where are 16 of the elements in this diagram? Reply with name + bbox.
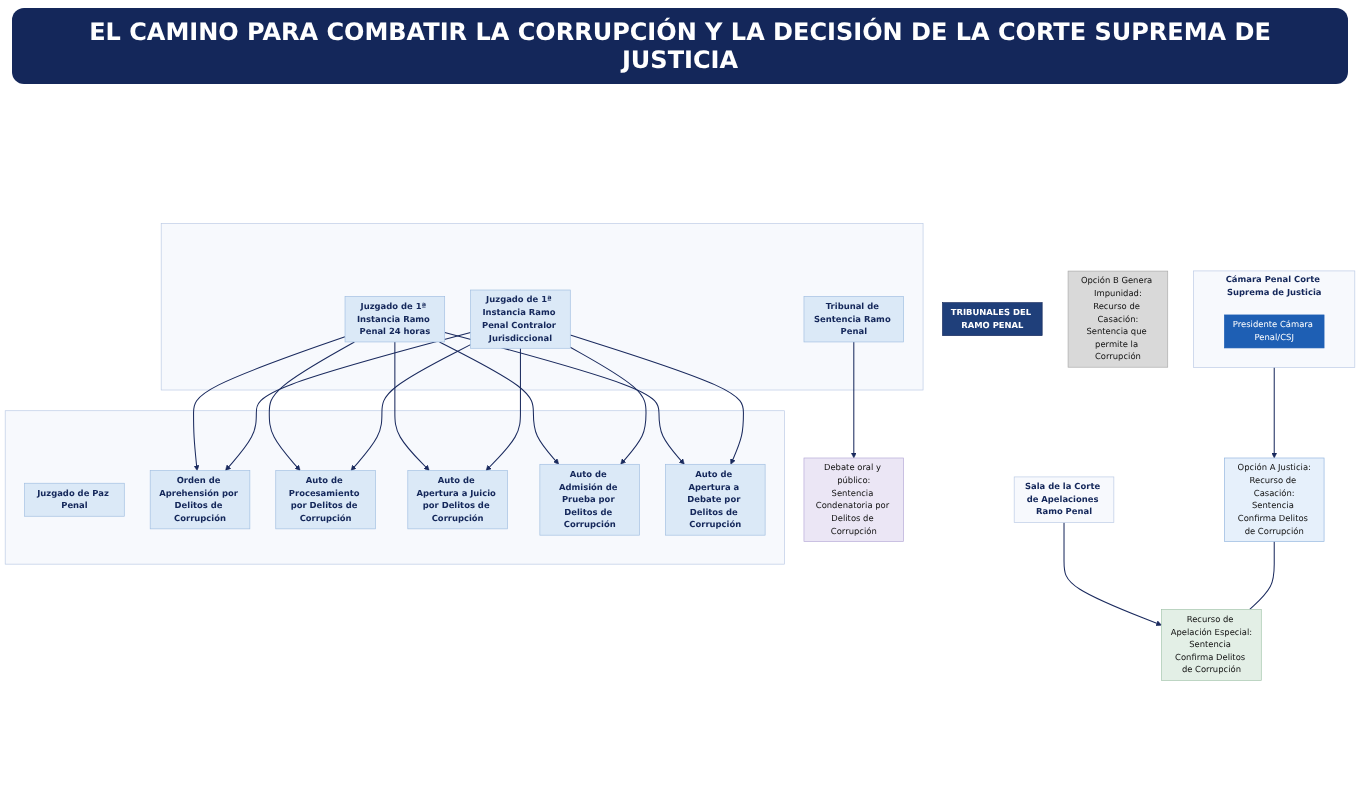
arrow — [569, 334, 744, 465]
arrow — [350, 344, 472, 471]
arrow — [438, 341, 559, 465]
arrow — [225, 332, 472, 471]
arrow — [569, 346, 647, 465]
arrow — [485, 347, 521, 471]
cluster — [160, 223, 924, 391]
cluster — [4, 410, 785, 565]
arrow — [193, 336, 346, 471]
arrow — [394, 341, 430, 471]
title-banner: EL CAMINO PARA COMBATIR LA CORRUPCIÓN Y LA DECISIÓN DE LA CORTE SUPREMA DE JUSTICIA — [12, 8, 1348, 84]
arrow — [850, 341, 857, 459]
arrow — [268, 341, 355, 471]
connector — [1249, 540, 1275, 610]
arrow — [1271, 366, 1278, 459]
arrow — [1063, 522, 1162, 627]
